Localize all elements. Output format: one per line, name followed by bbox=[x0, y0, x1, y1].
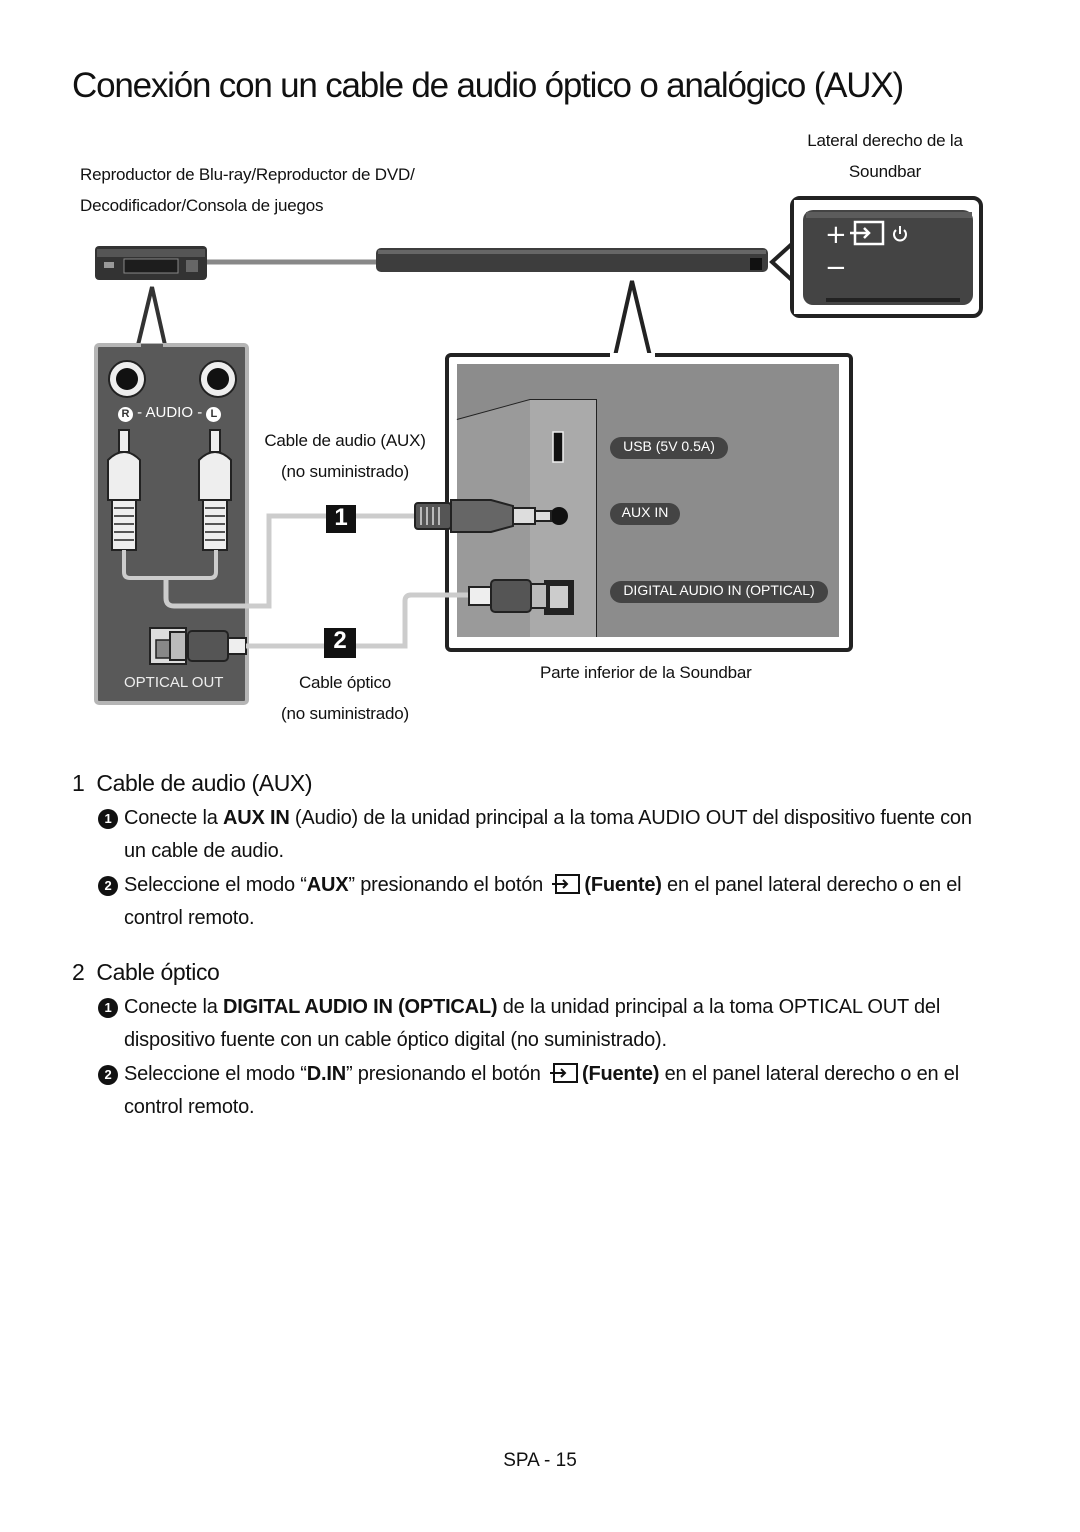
step-text: (Audio) de la unidad principal a la toma… bbox=[124, 807, 972, 862]
optical-cable-label-2: (no suministrado) bbox=[281, 704, 409, 723]
callout-2: 2 bbox=[333, 627, 347, 654]
connection-diagram: + − bbox=[94, 196, 983, 705]
optical-out-label: OPTICAL OUT bbox=[124, 674, 224, 691]
step-bold: (Fuente) bbox=[584, 874, 662, 896]
bottom-soundbar-label: Parte inferior de la Soundbar bbox=[540, 663, 752, 682]
step-bold: (Fuente) bbox=[581, 1063, 660, 1085]
section-2-step-2: 2 Seleccione el modo “D.IN” presionando … bbox=[98, 1058, 994, 1124]
section-1-step-2: 2 Seleccione el modo “AUX” presionando e… bbox=[98, 869, 994, 935]
right-side-label: Lateral derecho de la bbox=[807, 131, 963, 150]
step-bold: AUX bbox=[306, 874, 349, 896]
step-text: ” presionando el botón bbox=[348, 874, 549, 896]
soundbar-illustration bbox=[376, 248, 768, 272]
audio-text: AUDIO bbox=[145, 404, 194, 421]
audio-l-badge: L bbox=[206, 407, 222, 422]
section-1-number: 1 bbox=[72, 770, 85, 796]
step-marker: 2 bbox=[98, 1065, 118, 1085]
step-text: en el panel lateral derecho o en el cont… bbox=[124, 874, 962, 929]
player-back-panel bbox=[94, 286, 329, 705]
audio-r-badge: R bbox=[118, 407, 133, 422]
step-marker: 2 bbox=[98, 876, 118, 896]
right-side-label-2: Soundbar bbox=[848, 162, 922, 181]
power-icon bbox=[893, 226, 907, 242]
digital-in-port-label: DIGITAL AUDIO IN (OPTICAL) bbox=[623, 582, 815, 598]
step-text: en el panel lateral derecho o en el cont… bbox=[124, 1063, 959, 1118]
section-1-title-text: Cable de audio (AUX) bbox=[96, 770, 313, 796]
source-device-illustration bbox=[95, 246, 207, 280]
aux-cable-label: Cable de audio (AUX) bbox=[264, 431, 426, 450]
source-icon bbox=[552, 874, 581, 894]
section-2-title: 2 Cable óptico bbox=[72, 959, 220, 986]
aux-cable-label-2: (no suministrado) bbox=[281, 462, 409, 481]
aux-plug bbox=[414, 499, 552, 533]
audio-port-label: R - AUDIO - L bbox=[118, 404, 222, 422]
source-device-label-2: Decodificador/Consola de juegos bbox=[80, 196, 324, 215]
optical-cable-label: Cable óptico bbox=[298, 673, 392, 692]
section-2-number: 2 bbox=[72, 959, 85, 985]
page-title: Conexión con un cable de audio óptico o … bbox=[72, 66, 904, 105]
source-icon bbox=[549, 1063, 578, 1083]
step-text: Seleccione el modo “ bbox=[124, 874, 307, 896]
step-text: Conecte la bbox=[124, 807, 223, 829]
usb-port-label: USB (5V 0.5A) bbox=[623, 438, 715, 454]
step-text: de la unidad principal a la toma OPTICAL… bbox=[124, 996, 941, 1051]
page-footer: SPA - 15 bbox=[503, 1450, 577, 1471]
minus-icon: − bbox=[825, 253, 847, 283]
plus-icon: + bbox=[825, 220, 847, 250]
step-bold: AUX IN bbox=[222, 807, 290, 829]
step-marker: 1 bbox=[98, 998, 118, 1018]
step-text: Seleccione el modo “ bbox=[124, 1063, 307, 1085]
callout-1: 1 bbox=[334, 504, 348, 531]
aux-in-port-label: AUX IN bbox=[621, 504, 669, 520]
right-side-panel-illustration: + − bbox=[769, 196, 983, 318]
optical-plug bbox=[325, 579, 548, 649]
step-bold: DIGITAL AUDIO IN (OPTICAL) bbox=[222, 996, 498, 1018]
step-text: ” presionando el botón bbox=[345, 1063, 546, 1085]
source-icon bbox=[850, 220, 885, 246]
step-marker: 1 bbox=[98, 809, 118, 829]
step-text: Conecte la bbox=[124, 996, 223, 1018]
section-1-title: 1 Cable de audio (AUX) bbox=[72, 770, 313, 797]
source-device-label: Reproductor de Blu-ray/Reproductor de DV… bbox=[80, 165, 415, 184]
step-bold: D.IN bbox=[306, 1063, 346, 1085]
section-2-title-text: Cable óptico bbox=[96, 959, 220, 985]
section-1-step-1: 1 Conecte la AUX IN (Audio) de la unidad… bbox=[98, 802, 994, 868]
section-2-step-1: 1 Conecte la DIGITAL AUDIO IN (OPTICAL) … bbox=[98, 991, 994, 1057]
